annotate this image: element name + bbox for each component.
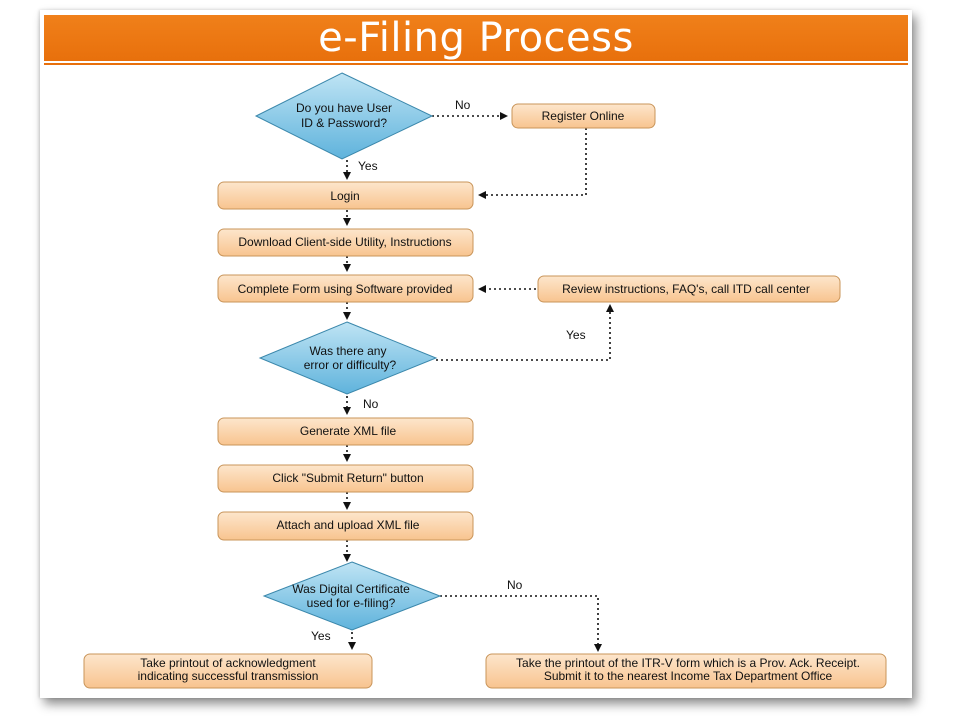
- page-title: e-Filing Process: [318, 15, 634, 61]
- connectors: [343, 112, 614, 652]
- printout-itrv-line2: Submit it to the nearest Income Tax Depa…: [544, 669, 833, 683]
- attach-upload-label: Attach and upload XML file: [277, 518, 420, 532]
- review-label: Review instructions, FAQ's, call ITD cal…: [562, 282, 810, 296]
- edge-label-q1-no: No: [455, 98, 471, 112]
- login-label: Login: [330, 189, 359, 203]
- printout-ack-line2: indicating successful transmission: [138, 669, 319, 683]
- edge-label-q2-yes: Yes: [566, 328, 586, 342]
- decision-error: Was there any error or difficulty?: [258, 321, 438, 395]
- decision-error-line1: Was there any: [310, 344, 387, 358]
- decision-error-line2: error or difficulty?: [304, 358, 397, 372]
- edge-q2-yes-review: [436, 304, 614, 361]
- decision-user-id-line2: ID & Password?: [301, 116, 387, 130]
- slide-frame: [40, 10, 912, 698]
- decision-digital-cert-line1: Was Digital Certificate: [292, 582, 410, 596]
- title-divider: [44, 63, 908, 65]
- edge-q3-no-itrv: [440, 595, 602, 652]
- decision-user-id-line1: Do you have User: [296, 101, 392, 115]
- edge-register-login: [478, 128, 587, 199]
- title-bar: e-Filing Process: [44, 15, 908, 61]
- decision-user-id: Do you have User ID & Password?: [254, 72, 434, 160]
- review-box: Review instructions, FAQ's, call ITD cal…: [537, 275, 841, 303]
- printout-itrv-box: Take the printout of the ITR-V form whic…: [485, 653, 887, 689]
- register-label: Register Online: [542, 109, 625, 123]
- submit-return-box: Click "Submit Return" button: [217, 464, 474, 493]
- download-box: Download Client-side Utility, Instructio…: [217, 228, 474, 257]
- edge-label-q3-no: No: [507, 578, 523, 592]
- edge-label-q1-yes: Yes: [358, 159, 378, 173]
- edge-label-q3-yes: Yes: [311, 629, 331, 643]
- download-label: Download Client-side Utility, Instructio…: [238, 235, 451, 249]
- edge-label-q2-no: No: [363, 397, 379, 411]
- login-box: Login: [217, 181, 474, 210]
- printout-itrv-line1: Take the printout of the ITR-V form whic…: [516, 656, 860, 670]
- attach-upload-box: Attach and upload XML file: [217, 511, 474, 541]
- submit-return-label: Click "Submit Return" button: [272, 471, 423, 485]
- printout-ack-box: Take printout of acknowledgment indicati…: [83, 653, 373, 689]
- generate-xml-box: Generate XML file: [217, 417, 474, 446]
- register-box: Register Online: [511, 103, 656, 129]
- printout-ack-line1: Take printout of acknowledgment: [140, 656, 316, 670]
- decision-digital-cert: Was Digital Certificate used for e-filin…: [262, 561, 442, 631]
- complete-form-box: Complete Form using Software provided: [217, 274, 474, 303]
- complete-form-label: Complete Form using Software provided: [238, 282, 453, 296]
- generate-xml-label: Generate XML file: [300, 424, 397, 438]
- decision-digital-cert-line2: used for e-filing?: [307, 596, 396, 610]
